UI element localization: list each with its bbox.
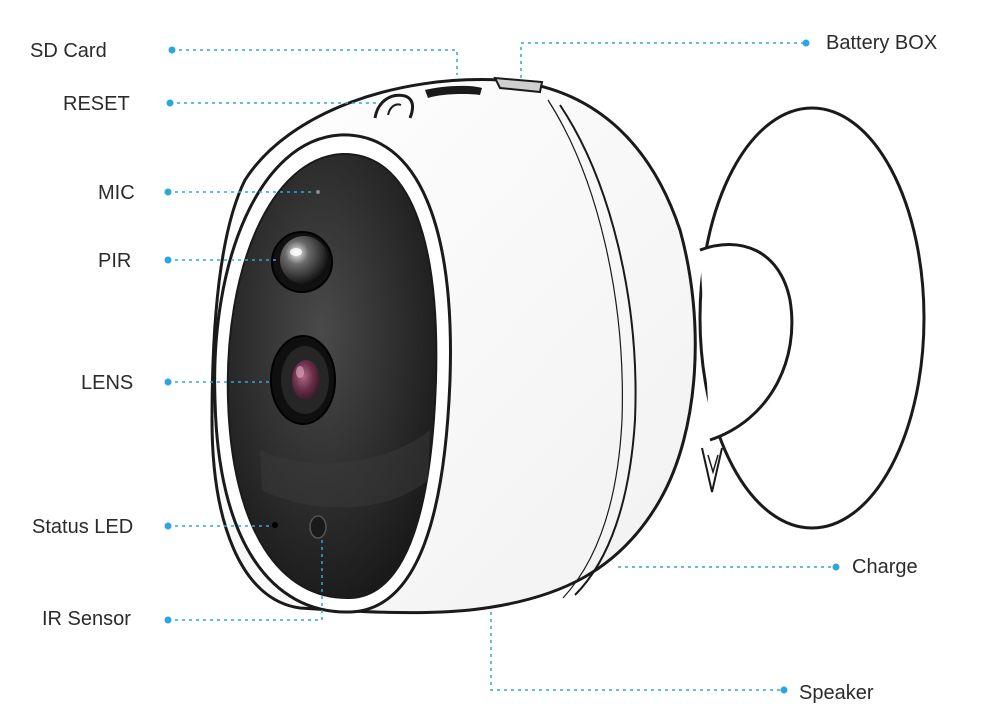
camera-lens — [270, 335, 336, 425]
label-charge: Charge — [852, 556, 918, 578]
mic-dot — [316, 190, 320, 194]
label-lens: LENS — [81, 372, 134, 394]
callout-ir-sensor — [168, 540, 323, 621]
callout-speaker — [490, 612, 784, 691]
label-ir-sensor: IR Sensor — [42, 608, 131, 630]
wall-mount — [698, 106, 926, 530]
callout-battery-box — [520, 42, 806, 78]
callout-lines — [168, 42, 836, 691]
label-reset: RESET — [63, 93, 130, 115]
status-led-dot — [272, 522, 278, 528]
label-status-led: Status LED — [32, 516, 134, 538]
label-mic: MIC — [98, 182, 135, 204]
callout-sd-card — [172, 49, 458, 75]
label-battery-box: Battery BOX — [826, 32, 938, 54]
ir-sensor-dot — [309, 515, 327, 539]
label-speaker: Speaker — [799, 682, 874, 704]
label-sd-card: SD Card — [30, 40, 107, 62]
label-pir: PIR — [98, 250, 132, 272]
callout-endpoints — [164, 39, 840, 694]
pir-sensor — [271, 231, 333, 293]
